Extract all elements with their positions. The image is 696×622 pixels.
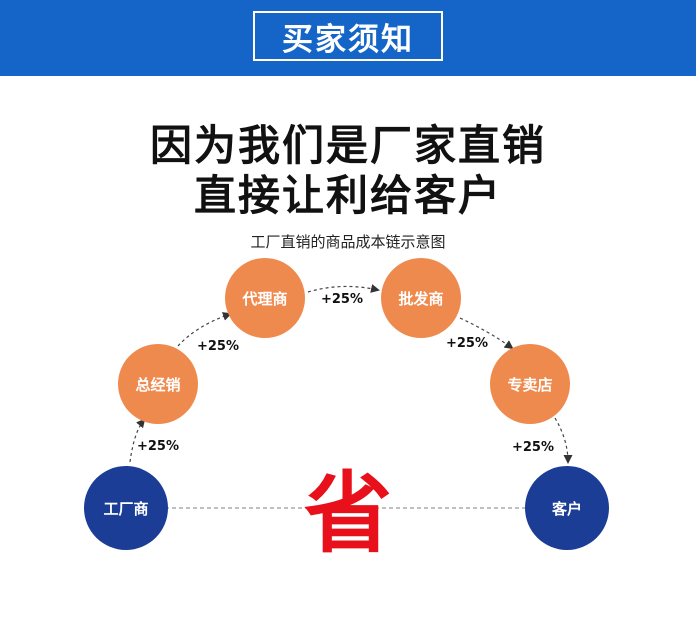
header-banner: 买家须知 [0, 0, 696, 76]
headline-line-1: 因为我们是厂家直销 [149, 121, 546, 170]
node-agent: 代理商 [225, 258, 305, 338]
headline-line-2: 直接让利给客户 [193, 171, 502, 220]
markup-label-2: +25% [197, 339, 239, 354]
diagram-subtitle: 工厂直销的商品成本链示意图 [250, 233, 446, 251]
arrow-4 [459, 317, 514, 350]
node-general-distributor-label: 总经销 [135, 376, 180, 394]
saving-label: 省 [304, 462, 392, 565]
markup-label-5: +25% [512, 440, 554, 455]
node-store: 专卖店 [490, 344, 570, 424]
node-general-distributor: 总经销 [118, 344, 198, 424]
banner-title: 买家须知 [253, 11, 443, 61]
node-agent-label: 代理商 [241, 290, 287, 308]
node-general-distributor-circle [118, 344, 198, 424]
node-factory-circle [84, 466, 168, 550]
node-store-label: 专卖店 [507, 376, 552, 394]
node-wholesaler: 批发商 [381, 258, 461, 338]
arrow-5 [554, 417, 573, 464]
markup-label-4: +25% [446, 336, 488, 351]
node-wholesaler-circle [381, 258, 461, 338]
node-factory-label: 工厂商 [103, 500, 148, 518]
arrows-group [129, 284, 573, 464]
node-wholesaler-label: 批发商 [398, 290, 443, 308]
markup-label-1: +25% [137, 439, 179, 454]
arrow-2 [177, 312, 232, 347]
node-customer: 客户 [525, 466, 609, 550]
arrow-3 [307, 284, 380, 293]
node-customer-label: 客户 [551, 500, 582, 518]
node-customer-circle [525, 466, 609, 550]
node-factory: 工厂商 [84, 466, 168, 550]
node-store-circle [490, 344, 570, 424]
markup-label-3: +25% [321, 292, 363, 307]
node-agent-circle [225, 258, 305, 338]
arrow-1 [129, 418, 146, 463]
